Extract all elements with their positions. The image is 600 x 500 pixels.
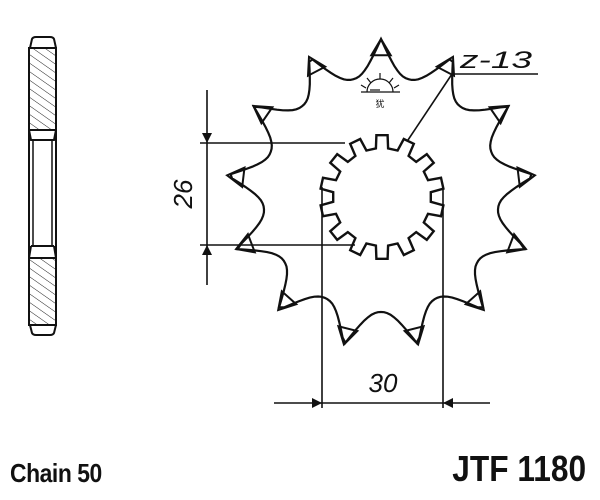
part-number-label: JTF 1180 xyxy=(452,448,586,489)
dimension-vertical-label: 26 xyxy=(168,179,198,209)
dimension-vertical xyxy=(200,90,355,285)
outer-sprocket-outline xyxy=(229,36,533,345)
teeth-count-leader xyxy=(407,73,538,141)
dimension-horizontal xyxy=(274,187,490,408)
manufacturer-logo-icon xyxy=(360,73,400,93)
chain-size-label: Chain 50 xyxy=(10,458,102,488)
manufacturer-logo-glyph: 犹 xyxy=(375,99,384,110)
dimension-horizontal-label: 30 xyxy=(369,368,398,398)
tooth-tip-marks xyxy=(225,37,537,347)
teeth-count-label: z-13 xyxy=(458,47,533,74)
side-view xyxy=(28,36,57,336)
inner-spline-outline xyxy=(319,134,445,260)
